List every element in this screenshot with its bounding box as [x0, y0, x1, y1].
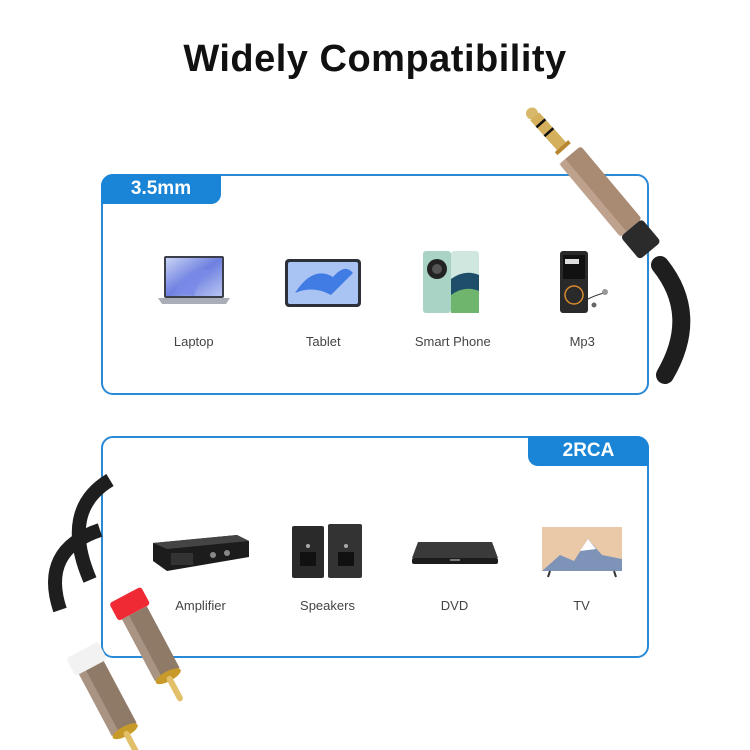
device-label: Tablet: [305, 334, 341, 349]
device-list-3-5mm: Laptop Tablet: [103, 248, 647, 349]
device-label: TV: [573, 598, 590, 613]
speakers-icon: [288, 518, 368, 586]
device-label: Mp3: [569, 334, 595, 349]
device-laptop: Laptop: [129, 248, 259, 349]
device-label: DVD: [440, 598, 469, 613]
tablet-icon: [283, 248, 363, 316]
device-list-2rca: Amplifier Speakers: [103, 518, 647, 613]
device-amplifier: Amplifier: [137, 518, 264, 613]
tv-icon: [540, 518, 624, 586]
amplifier-icon: [151, 518, 251, 586]
page-title: Widely Compatibility: [183, 38, 567, 80]
device-tv: TV: [518, 518, 645, 613]
device-label: Smart Phone: [414, 334, 491, 349]
device-tablet: Tablet: [259, 248, 389, 349]
mp3-player-icon: [552, 248, 612, 316]
device-smartphone: Smart Phone: [388, 248, 518, 349]
device-label: Speakers: [300, 598, 355, 613]
laptop-icon: [154, 248, 234, 316]
panel-2rca: 2RCA Amplifier: [101, 436, 649, 658]
smartphone-icon: [421, 248, 485, 316]
panel-3-5mm: 3.5mm Laptop Table: [101, 174, 649, 395]
device-label: Laptop: [173, 334, 214, 349]
dvd-player-icon: [410, 518, 500, 586]
tag-2rca: 2RCA: [528, 436, 649, 466]
device-dvd: DVD: [391, 518, 518, 613]
device-mp3: Mp3: [518, 248, 648, 349]
tag-3-5mm: 3.5mm: [101, 174, 221, 204]
device-speakers: Speakers: [264, 518, 391, 613]
device-label: Amplifier: [175, 598, 226, 613]
